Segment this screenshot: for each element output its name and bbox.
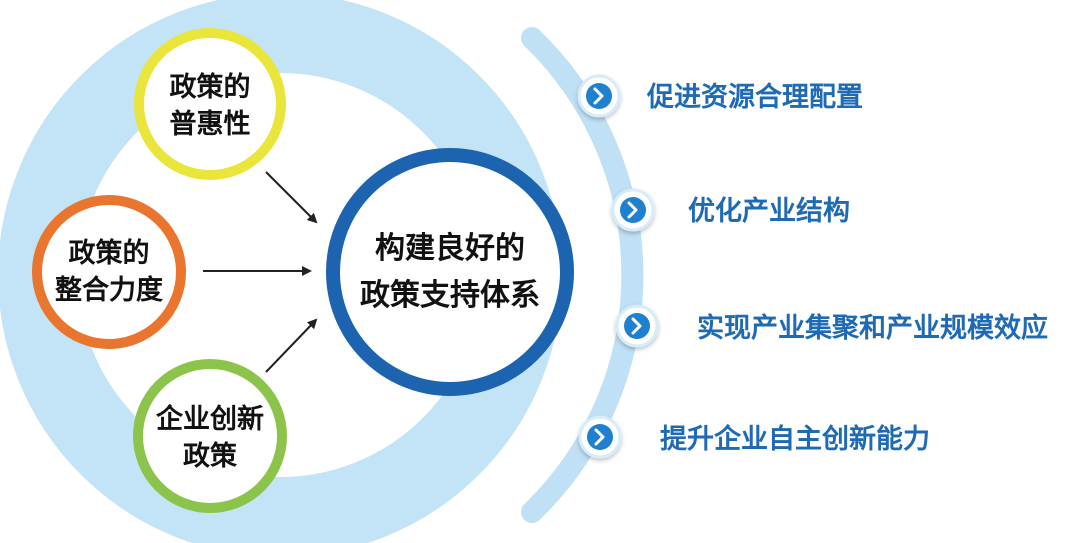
input-node-label-line1: 政策的 bbox=[170, 71, 251, 103]
chevron-right-icon bbox=[578, 415, 622, 459]
outcome-label: 提升企业自主创新能力 bbox=[660, 423, 930, 455]
center-label-line2: 政策支持体系 bbox=[360, 278, 540, 313]
outcome-item: 提升企业自主创新能力 bbox=[578, 415, 930, 459]
input-node-label-line1: 企业创新 bbox=[156, 403, 264, 435]
chevron-right-icon bbox=[611, 188, 655, 232]
arrow-from-top bbox=[265, 171, 318, 224]
outcome-label: 优化产业结构 bbox=[688, 196, 850, 227]
chevron-right-icon bbox=[615, 304, 659, 348]
input-node-label-line1: 政策的 bbox=[69, 237, 150, 269]
input-node-innovation: 企业创新 政策 bbox=[133, 359, 287, 513]
outcome-item: 促进资源合理配置 bbox=[577, 74, 863, 118]
input-node-label-line2: 政策 bbox=[183, 440, 238, 472]
outcome-item: 优化产业结构 bbox=[611, 188, 850, 232]
center-node: 构建良好的 政策支持体系 bbox=[326, 148, 574, 396]
outcome-item: 实现产业集聚和产业规模效应 bbox=[615, 304, 1048, 348]
center-label-line1: 构建良好的 bbox=[375, 231, 525, 266]
input-node-universality: 政策的 普惠性 bbox=[134, 28, 286, 180]
outcome-label: 促进资源合理配置 bbox=[646, 81, 863, 113]
arrow-from-bottom bbox=[265, 318, 318, 373]
input-node-label-line2: 整合力度 bbox=[55, 274, 163, 306]
input-node-integration: 政策的 整合力度 bbox=[32, 195, 186, 349]
chevron-right-icon bbox=[577, 74, 621, 118]
input-node-label-line2: 普惠性 bbox=[170, 108, 251, 140]
outcome-label: 实现产业集聚和产业规模效应 bbox=[697, 312, 1048, 344]
